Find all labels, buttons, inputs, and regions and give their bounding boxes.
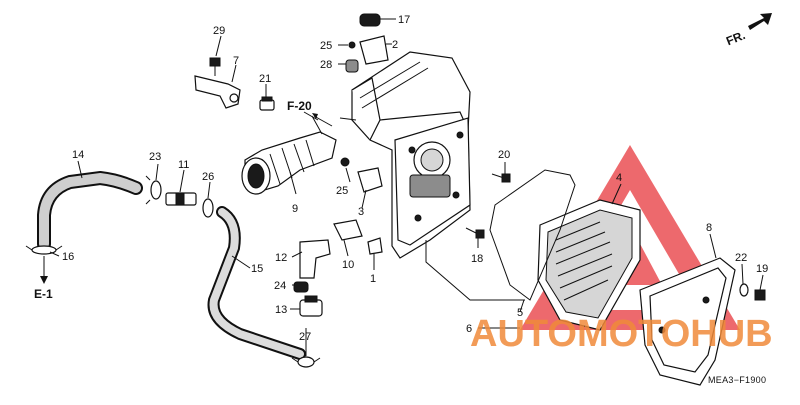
holder-10 [333, 219, 363, 241]
clip-1 [367, 237, 383, 255]
hose-clip-16 [25, 245, 63, 255]
flange-bolt-29 [209, 57, 221, 76]
watermark-text: AUTOMOTOHUB [470, 313, 773, 355]
leader-lines [49, 18, 764, 356]
callout-14: 14 [72, 149, 84, 161]
cushion-28 [345, 59, 359, 73]
intake-duct [241, 131, 337, 195]
callout-1: 1 [370, 273, 376, 285]
reference-f20: F-20 [287, 99, 312, 113]
callout-29: 29 [213, 25, 225, 37]
diagram-code: MEA3−F1900 [708, 375, 766, 385]
callout-28: 28 [320, 59, 332, 71]
callout-9: 9 [292, 203, 298, 215]
rubber-grommet [359, 13, 381, 27]
screw-20 [491, 173, 511, 183]
callout-15: 15 [251, 263, 263, 275]
callout-25-top: 25 [320, 40, 332, 52]
collar [259, 96, 275, 111]
callout-21: 21 [259, 73, 271, 85]
callout-10: 10 [342, 259, 354, 271]
drain-cap [293, 281, 309, 293]
hose-joint [165, 192, 197, 206]
callout-25-front: 25 [336, 185, 348, 197]
air-filter-element [537, 199, 641, 331]
callout-6: 6 [466, 323, 472, 335]
air-cleaner-cover [639, 257, 736, 386]
drain-plug [299, 295, 323, 317]
callout-5: 5 [517, 307, 523, 319]
callout-3: 3 [358, 206, 364, 218]
front-direction-arrow: FR. [724, 13, 772, 48]
callout-12: 12 [275, 252, 287, 264]
callout-numbers: 1 2 3 4 5 6 7 8 9 10 11 12 13 14 15 16 1… [62, 14, 768, 343]
callout-7: 7 [233, 55, 239, 67]
callout-17: 17 [398, 14, 410, 26]
bolt-19 [754, 289, 766, 301]
bracket-3 [357, 167, 383, 193]
callout-8: 8 [706, 222, 712, 234]
screw-18 [465, 227, 485, 239]
callout-2: 2 [392, 39, 398, 51]
callout-26: 26 [202, 171, 214, 183]
callout-22: 22 [735, 252, 747, 264]
hose-clip-23 [145, 175, 162, 205]
reference-e1: E-1 [34, 287, 53, 301]
air-cleaner-housing [351, 51, 471, 259]
bracket-2 [359, 35, 389, 65]
callout-23: 23 [149, 151, 161, 163]
screw-25-front [340, 157, 350, 167]
washer-22 [739, 283, 749, 297]
screw-25-top [348, 41, 356, 49]
callout-13: 13 [275, 304, 287, 316]
front-direction-label: FR. [724, 28, 747, 48]
reference-f20-arrow [313, 115, 333, 127]
callout-16: 16 [62, 251, 74, 263]
hose-clip-27 [291, 356, 321, 368]
mounting-stay [194, 75, 241, 109]
callout-27: 27 [299, 331, 311, 343]
callout-4: 4 [616, 172, 622, 184]
drain-hose [207, 206, 306, 360]
drain-tube [299, 239, 331, 279]
callout-19: 19 [756, 263, 768, 275]
hose-clip-26 [202, 198, 214, 218]
callout-11: 11 [178, 159, 189, 171]
callout-20: 20 [498, 149, 510, 161]
callout-24: 24 [274, 280, 286, 292]
callout-18: 18 [471, 253, 483, 265]
filter-gasket [489, 169, 576, 301]
